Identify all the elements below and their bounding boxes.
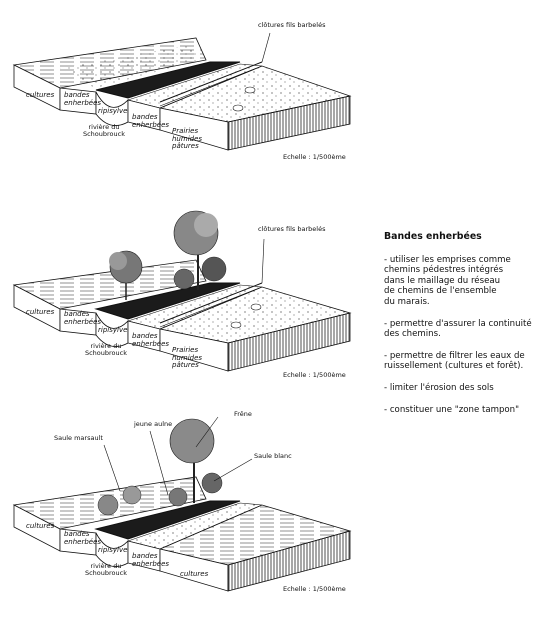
- side-face: [227, 95, 351, 151]
- tree-label-jeune-aulne: jeune aulne: [134, 420, 173, 428]
- tree-label-frene: Frêne: [234, 410, 252, 418]
- zone-label-bandes-2: bandes enherbées: [132, 552, 170, 568]
- cow-icon: [244, 86, 256, 94]
- tree-icon: [173, 256, 227, 290]
- cow-icon: [230, 321, 242, 329]
- grass-band-surface: [60, 45, 200, 88]
- tree-icon: [97, 485, 142, 516]
- legend-point: - limiter l'érosion des sols: [384, 382, 494, 393]
- cow-icon: [232, 104, 244, 112]
- zone-label-ripisylve: ripisylve: [98, 546, 128, 554]
- fence-label: clôtures fils barbelés: [258, 21, 326, 29]
- cow-icon: [250, 303, 262, 311]
- zone-label-prairies: Prairies humides pâtures: [172, 346, 203, 369]
- scale-label: Echelle : 1/500ème: [283, 585, 346, 593]
- zone-label-bandes: bandes enherbées: [64, 310, 102, 326]
- zone-label-bandes-2: bandes enherbées: [132, 113, 170, 129]
- tree-icon: [169, 418, 215, 503]
- zone-label-bandes: bandes enherbées: [64, 91, 102, 107]
- tree-label-saule-marsault: Saule marsault: [54, 434, 103, 442]
- legend-text-block: Bandes enherbées - utiliser les emprises…: [384, 231, 544, 426]
- river-label: rivière du Schoubrouck: [82, 123, 125, 138]
- legend-point: - constituer une "zone tampon": [384, 404, 520, 415]
- block-diagram-3: [12, 416, 352, 592]
- river-label: rivière du Schoubrouck: [84, 562, 127, 577]
- scale-label: Echelle : 1/500ème: [283, 153, 346, 161]
- zone-label-cultures: cultures: [26, 522, 55, 530]
- zone-label-cultures: cultures: [26, 91, 55, 99]
- zone-label-cultures: cultures: [26, 308, 55, 316]
- fence-label: clôtures fils barbelés: [258, 225, 326, 233]
- scale-label: Echelle : 1/500ème: [283, 371, 346, 379]
- river-label: rivière du Schoubrouck: [84, 342, 127, 357]
- block-diagram-panel-3: Frêne jeune aulne Saule marsault Saule b…: [0, 405, 360, 622]
- legend-point: - permettre d'assurer la continuité des …: [384, 318, 532, 340]
- tree-label-saule-blanc: Saule blanc: [254, 452, 292, 460]
- zone-label-cultures-2: cultures: [180, 570, 209, 578]
- tree-icon: [109, 250, 143, 300]
- block-diagram-panel-2: clôtures fils barbelés cultures bandes e…: [0, 205, 360, 390]
- tree-icon: [173, 210, 219, 290]
- block-diagram-panel-1: clôtures fils barbelés cultures bandes e…: [0, 0, 360, 195]
- legend-title: Bandes enherbées: [384, 231, 482, 242]
- block-diagram-2: [12, 210, 352, 372]
- legend-point: - utiliser les emprises comme chemins pé…: [384, 254, 511, 307]
- zone-label-bandes-2: bandes enherbées: [132, 332, 170, 348]
- block-diagram-1: [12, 32, 352, 151]
- zone-label-ripisylve: ripisylve: [98, 326, 128, 334]
- zone-label-prairies: Prairies humides pâtures: [172, 127, 203, 150]
- tree-icon: [168, 472, 223, 507]
- river-channel: [95, 61, 241, 99]
- zone-label-ripisylve: ripisylve: [98, 107, 128, 115]
- zone-label-bandes: bandes enherbées: [64, 530, 102, 546]
- legend-point: - permettre de filtrer les eaux de ruiss…: [384, 350, 525, 372]
